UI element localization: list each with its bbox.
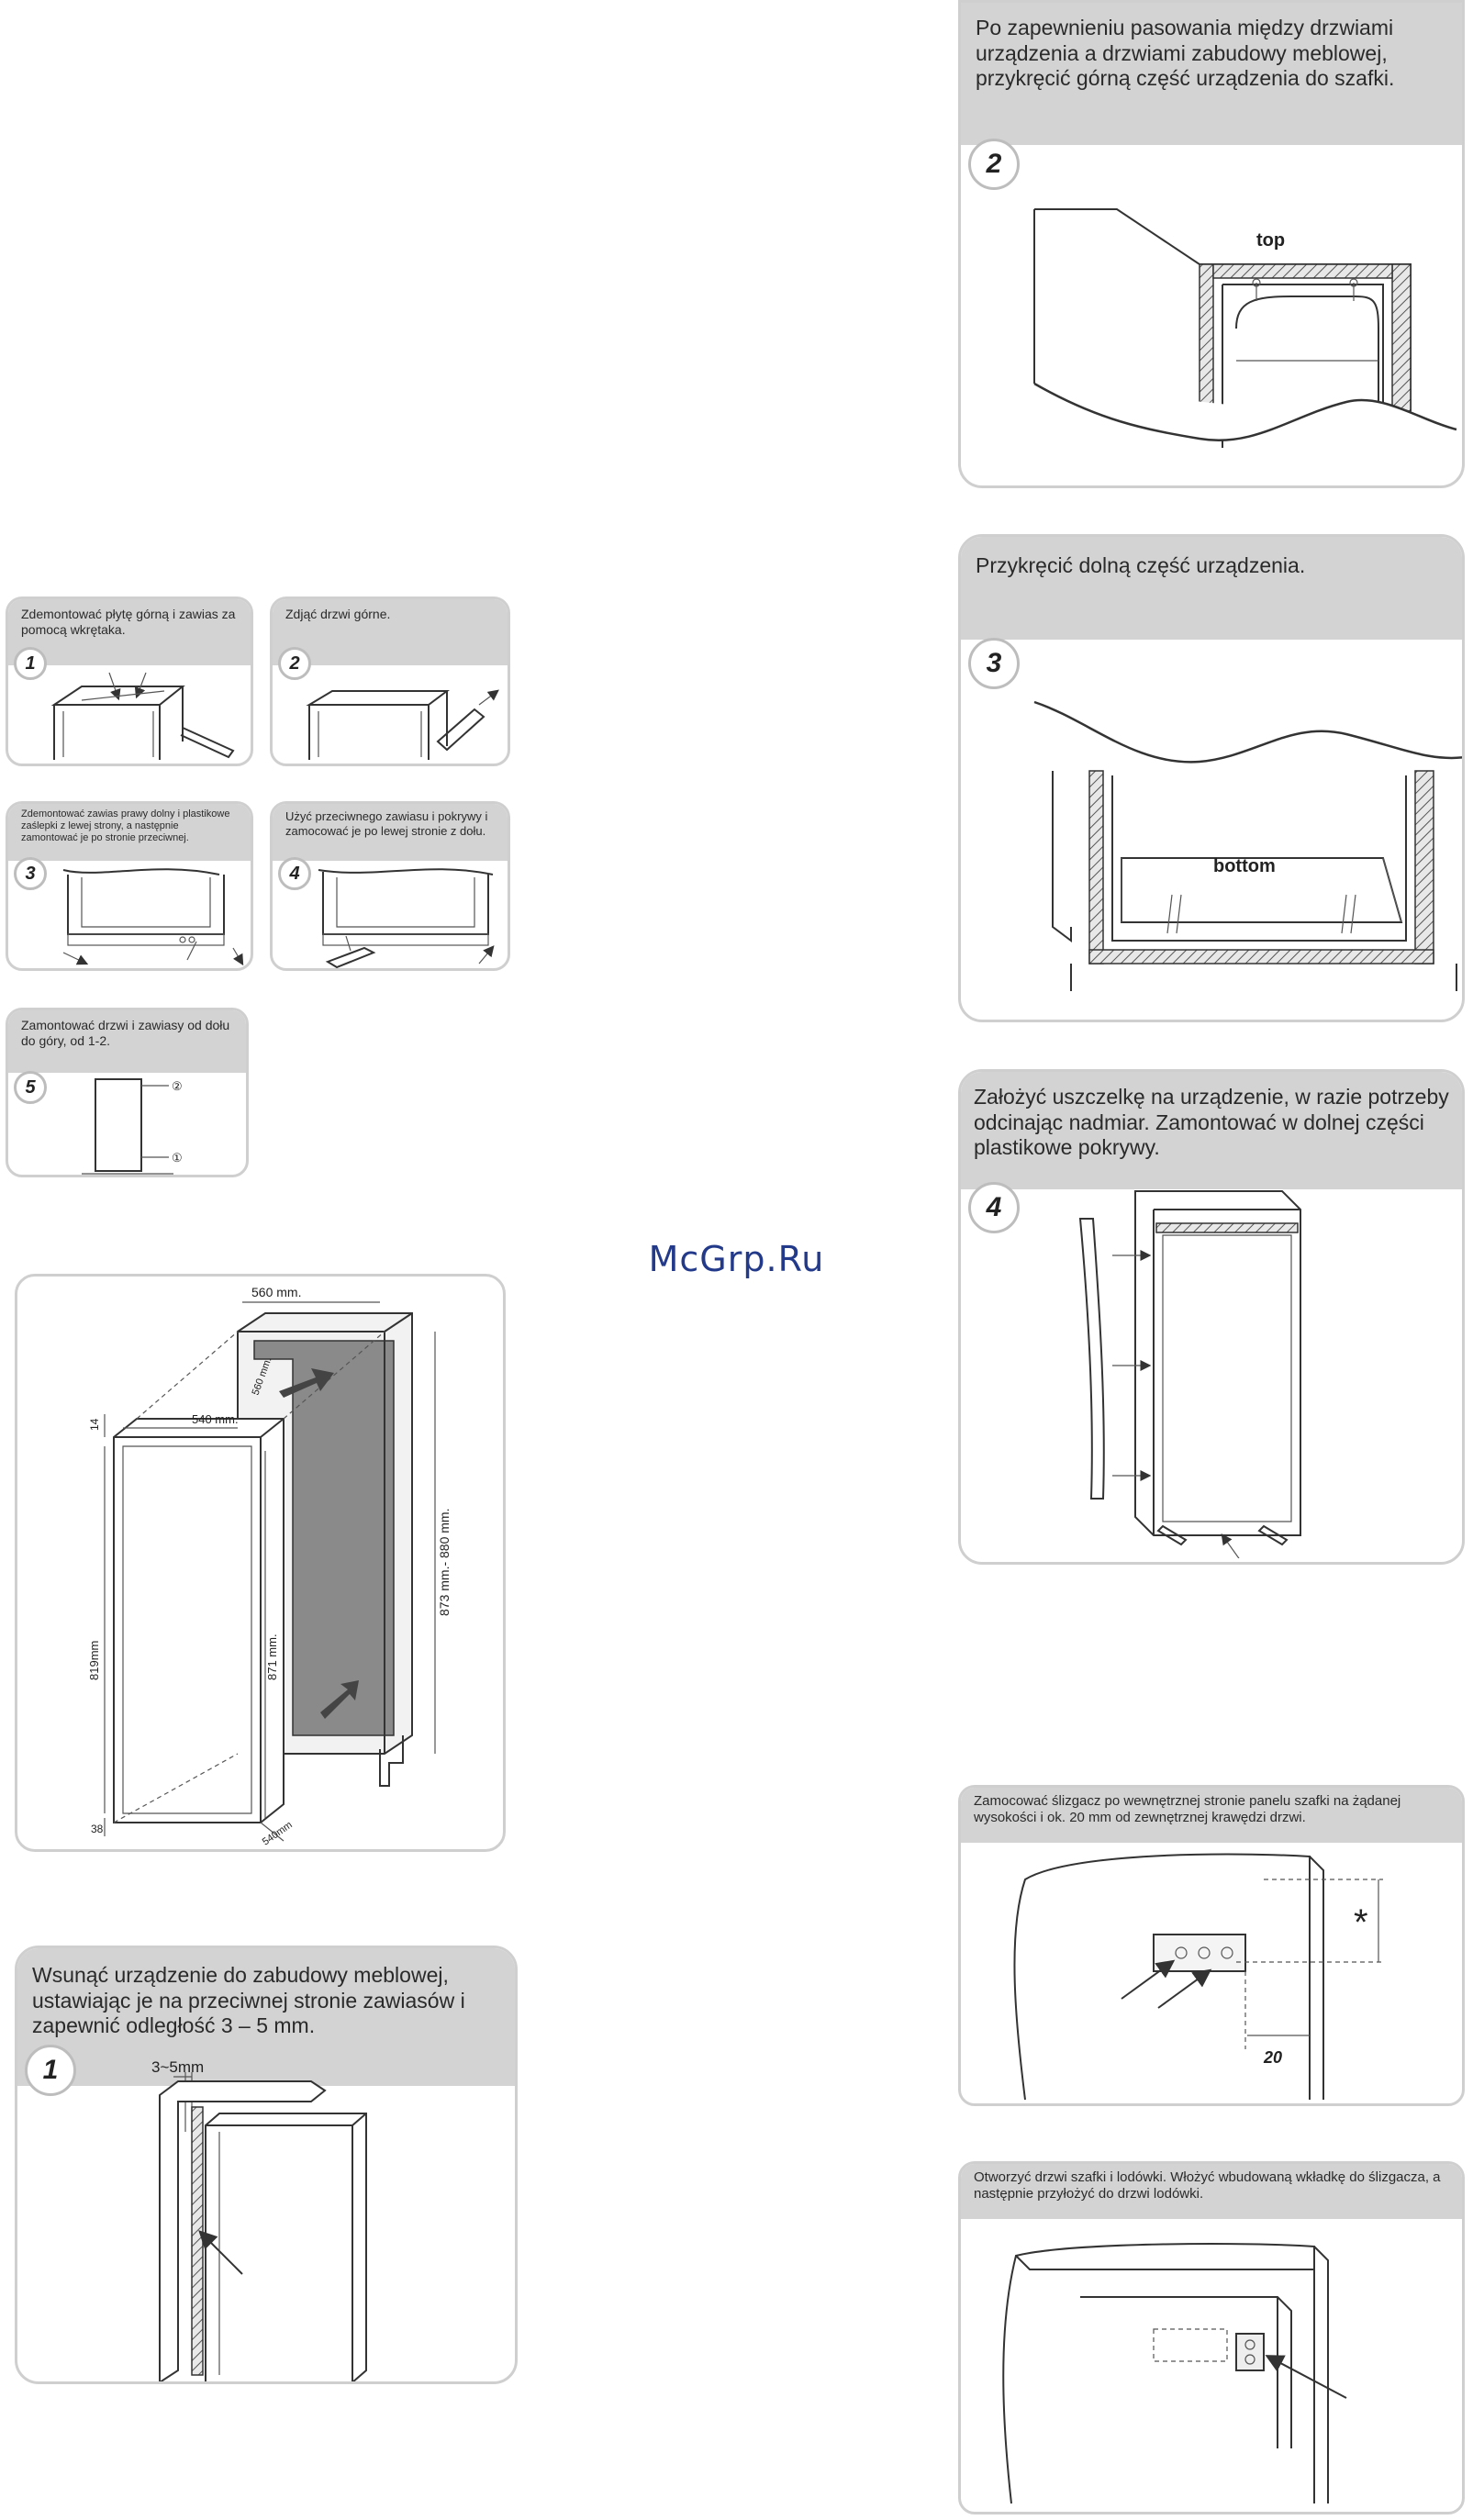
- left-step-5-text: Zamontować drzwi i zawiasy od dołu do gó…: [21, 1018, 230, 1048]
- right-step-2-figure: top: [1033, 208, 1457, 448]
- left-step-3-text: Zdemontować zawias prawy dolny i plastik…: [21, 808, 230, 844]
- dim-20: 20: [1263, 2048, 1282, 2067]
- top-label: top: [1256, 230, 1285, 251]
- watermark: McGrp.Ru: [648, 1239, 825, 1279]
- left-step-2-panel: Zdjąć drzwi górne. 2: [270, 597, 510, 766]
- dim-871: 871 mm.: [265, 1634, 279, 1680]
- right-step-4-number: 4: [968, 1182, 1020, 1233]
- hinge-mark-2: ②: [172, 1079, 183, 1093]
- dim-540-top: 540 mm.: [192, 1412, 239, 1426]
- right-step-3-figure: bottom: [1033, 700, 1462, 991]
- dim-560-top: 560 mm.: [251, 1285, 301, 1299]
- left-step-5-figure: ② ①: [82, 1078, 183, 1175]
- slider-panel-1-figure: * 20: [1013, 1853, 1383, 2101]
- left-step-4-text: Użyć przeciwnego zawiasu i pokrywy i zam…: [285, 809, 488, 838]
- left-step-1-number: 1: [14, 647, 47, 680]
- right-step-3-panel: Przykręcić dolną część urządzenia. 3 bot…: [958, 534, 1465, 1022]
- left-step-1-panel: Zdemontować płytę górną i zawias za pomo…: [6, 597, 253, 766]
- left-big-step-1-text: Wsunąć urządzenie do zabudowy meblowej, …: [32, 1963, 465, 2038]
- dim-540-depth: 540mm: [261, 1820, 295, 1848]
- dim-38: 38: [91, 1823, 104, 1835]
- hinge-mark-1: ①: [172, 1151, 183, 1165]
- left-step-4-figure: [318, 868, 495, 968]
- left-step-1-text: Zdemontować płytę górną i zawias za pomo…: [21, 607, 236, 637]
- slider-panel-1-text: Zamocować ślizgacz po wewnętrznej stroni…: [974, 1793, 1401, 1825]
- dim-873-880: 873 mm.- 880 mm.: [437, 1509, 452, 1616]
- left-step-4-number: 4: [278, 857, 311, 890]
- left-step-3-number: 3: [14, 857, 47, 890]
- right-step-4-text: Założyć uszczelkę na urządzenie, w razie…: [974, 1085, 1449, 1160]
- slider-panel-2-text: Otworzyć drzwi szafki i lodówki. Włożyć …: [974, 2169, 1441, 2202]
- left-step-4-panel: Użyć przeciwnego zawiasu i pokrywy i zam…: [270, 801, 510, 971]
- right-step-2-panel: Po zapewnieniu pasowania między drzwiami…: [958, 0, 1465, 488]
- gap-label: 3~5mm: [151, 2058, 204, 2076]
- right-step-3-text: Przykręcić dolną część urządzenia.: [976, 553, 1306, 577]
- left-step-2-number: 2: [278, 647, 311, 680]
- left-step-2-figure: [306, 689, 499, 760]
- dimensions-figure: 560 mm. 540 mm. 560 mm. 873 mm.- 880 mm.…: [87, 1285, 452, 1848]
- slider-panel-2-figure: [1002, 2243, 1347, 2504]
- right-step-4-figure: [1078, 1190, 1301, 1558]
- bottom-label: bottom: [1213, 856, 1276, 876]
- left-step-3-figure: [62, 868, 244, 966]
- left-step-5-number: 5: [14, 1071, 47, 1104]
- left-big-step-1-figure: 3~5mm: [151, 2058, 367, 2381]
- left-step-3-panel: Zdemontować zawias prawy dolny i plastik…: [6, 801, 253, 971]
- dim-819: 819mm: [87, 1641, 101, 1680]
- slider-panel-1: Zamocować ślizgacz po wewnętrznej stroni…: [958, 1785, 1465, 2106]
- left-step-1-figure: [50, 672, 235, 760]
- right-step-3-number: 3: [968, 638, 1020, 689]
- slider-panel-2: Otworzyć drzwi szafki i lodówki. Włożyć …: [958, 2161, 1465, 2514]
- left-big-step-1-panel: Wsunąć urządzenie do zabudowy meblowej, …: [15, 1946, 518, 2384]
- height-star: *: [1354, 1902, 1368, 1943]
- right-step-2-text: Po zapewnieniu pasowania między drzwiami…: [976, 16, 1395, 91]
- left-step-2-text: Zdjąć drzwi górne.: [285, 607, 391, 621]
- right-step-2-number: 2: [968, 139, 1020, 190]
- right-step-4-panel: Założyć uszczelkę na urządzenie, w razie…: [958, 1069, 1465, 1565]
- left-big-step-1-number: 1: [25, 2045, 76, 2096]
- left-step-5-panel: Zamontować drzwi i zawiasy od dołu do gó…: [6, 1008, 249, 1177]
- dim-14: 14: [88, 1418, 101, 1431]
- dimensions-panel: 560 mm. 540 mm. 560 mm. 873 mm.- 880 mm.…: [15, 1274, 506, 1852]
